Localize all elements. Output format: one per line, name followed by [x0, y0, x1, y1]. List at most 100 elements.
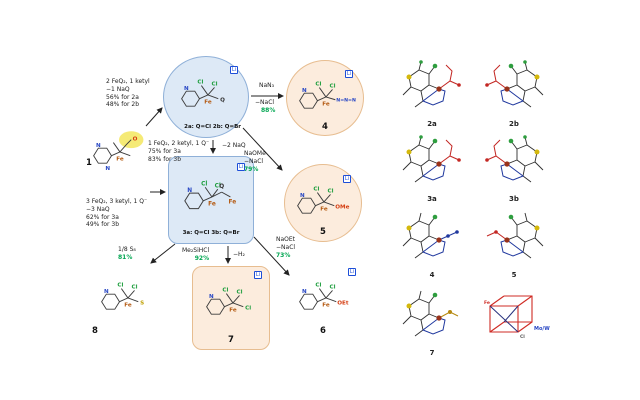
compound-7-group: Cl Cl Fe N Cl Li 7 [192, 266, 270, 350]
cl-atom-label: Cl [131, 285, 137, 291]
n-atom-label: N [302, 289, 307, 295]
reagent-text: 3 FeQ₂, 3 ketyl, 1 Q⁻ [86, 198, 148, 205]
cl-atom-label: Cl [211, 82, 217, 88]
molecule-structure-2: Cl Cl Fe N Q [181, 80, 225, 107]
n-atom-label: N [104, 289, 109, 295]
reagent-text: NaN₃ [259, 82, 275, 89]
s-ligand-label: S [140, 301, 144, 307]
crystal-structure-image [486, 212, 544, 259]
cl-atom-label: Cl [236, 290, 242, 296]
byproduct-text: −NaCl [255, 99, 275, 106]
cl-atom-label: Cl [222, 288, 228, 294]
cl-vertex-label: Cl [520, 334, 525, 340]
n-atom-label: N [105, 166, 110, 172]
o-atom-label: O [133, 137, 138, 143]
compound-number: 8 [92, 326, 98, 336]
counterion-badge: Li [229, 66, 238, 74]
molecule-structure-8: Cl Cl Fe N S [101, 283, 144, 310]
fe-atom-label: Fe [229, 307, 237, 313]
n-atom-label: N [187, 188, 192, 194]
n-atom-label: N [209, 294, 214, 300]
byproduct-text: −2 NaQ [222, 142, 246, 149]
s-atom [406, 74, 412, 80]
yield-text: 62% for 3a [86, 213, 119, 221]
cl-atom-label: Cl [201, 181, 207, 187]
compound-3b-label: 3b: Q=Br [211, 229, 240, 236]
yield-text: 48% for 2b [106, 101, 140, 109]
reagent-text: NaOEt [276, 236, 296, 243]
cl-atom-label: Cl [329, 84, 335, 90]
counterion-badge: Li [347, 268, 356, 276]
arrow-3-to-6 [253, 236, 290, 276]
n-atom-label: N [300, 193, 305, 199]
compound-number: 7 [228, 335, 234, 345]
conditions-3-to-8: 1/8 S₈ 81% [118, 246, 136, 262]
byproduct-3-to-7: −H₂ [233, 251, 245, 259]
cl-atom-label: Cl [329, 285, 335, 291]
fe-atom-label: Fe [116, 156, 124, 162]
compound-8-group: Cl Cl Fe N S 8 [88, 266, 166, 350]
conditions-2-to-5: NaOMe −NaCl 79% [244, 150, 266, 173]
gallery-label: 3a [427, 195, 437, 203]
crystal-structure-image [402, 60, 461, 108]
molecule-structure-1: N N Fe O [93, 131, 144, 172]
compound-2-group: Cl Cl Fe N Q Li 2a: Q=Cl 2b: Q=Br [163, 56, 249, 138]
compound-5-group: Cl Cl Fe N OMe Li 5 [284, 164, 362, 242]
yield-text: 79% [244, 165, 259, 173]
molecule-structure-5: Cl Cl Fe N OMe [297, 187, 350, 214]
cl-atom-label: Cl [315, 283, 321, 289]
conditions-2-to-3: 1 FeQ₂, 2 ketyl, 1 Q⁻ 75% for 3a 83% for… [148, 140, 209, 163]
heteroatom-note: Mo/W [534, 326, 550, 332]
fe-atom-label: Fe [320, 206, 328, 212]
reagent-text: 2 FeQ₂, 1 ketyl [106, 78, 150, 85]
arrow-3-to-8 [150, 243, 176, 264]
ome-ligand-label: OMe [335, 205, 349, 211]
reagent-text: 1 FeQ₂, 2 ketyl, 1 Q⁻ [148, 140, 210, 147]
compound-number: 4 [322, 122, 328, 132]
byproduct-2-to-4: −NaCl 88% [255, 99, 275, 115]
compound-number: 6 [320, 326, 326, 336]
n-atom-label: N [96, 143, 101, 149]
azide-ligand-label: N=N=N [336, 98, 356, 104]
molecule-structure-6: Cl Cl Fe N OEt [299, 283, 349, 310]
gallery-label: 2a [427, 120, 437, 128]
reagent-text: Me₂SiHCl [182, 247, 210, 254]
cl-ligand-label: Cl [245, 306, 251, 312]
cl-atom-label: Cl [197, 80, 203, 86]
compound-3a-label: 3a: Q=Cl [182, 229, 210, 236]
cl-atom-label: Cl [117, 283, 123, 289]
gallery-item-3a: 3a [392, 130, 472, 203]
arrow-2-to-5 [242, 127, 283, 171]
q-ligand-label: Q [220, 98, 225, 104]
fe-vertex-label: Fe [484, 300, 490, 306]
byproduct-text: −H₂ [233, 251, 245, 258]
byproduct-2naq: −2 NaQ [222, 142, 246, 150]
yield-text: 73% [276, 251, 291, 259]
byproduct-text: −3 NaQ [86, 205, 110, 213]
yield-text: 88% [261, 106, 276, 114]
fe-atom-label: Fe [204, 99, 212, 105]
compound-2a-label: 2a: Q=Cl [184, 123, 211, 130]
molecule-structure-7: Cl Cl Fe N Cl [206, 288, 251, 315]
fe-atom-label: Fe [322, 101, 330, 107]
fe-atom-label: Fe [124, 302, 132, 308]
cl-atom [419, 60, 423, 64]
byproduct-text: −NaCl [244, 157, 264, 165]
yield-text: 92% [194, 254, 210, 262]
gallery-label: 2b [509, 120, 519, 128]
fe-atom-label: Fe [322, 302, 330, 308]
arrow-1-to-2 [145, 107, 163, 127]
compound-4-group: Cl Cl Fe N N=N=N Li 4 [286, 60, 364, 136]
crystal-structure-image [485, 135, 544, 183]
fe-atom-label: Fe [229, 200, 237, 206]
gallery-item-5: 5 [474, 206, 554, 279]
fe-atom-label: Fe [208, 202, 216, 208]
compound-6-group: Cl Cl Fe N OEt Li 6 [288, 266, 364, 350]
compound-2b-label: 2b: Q=Br [212, 123, 241, 130]
gallery-label: 5 [511, 271, 517, 279]
cl-atom-label: Cl [313, 187, 319, 193]
conditions-3-to-6: NaOEt −NaCl 73% [276, 236, 295, 259]
yield-text: 83% for 3b [148, 155, 182, 163]
compound-3-group: Cl Cl Fe Q Fe N Li 3a: Q=Cl 3b: Q=Br [168, 156, 254, 244]
